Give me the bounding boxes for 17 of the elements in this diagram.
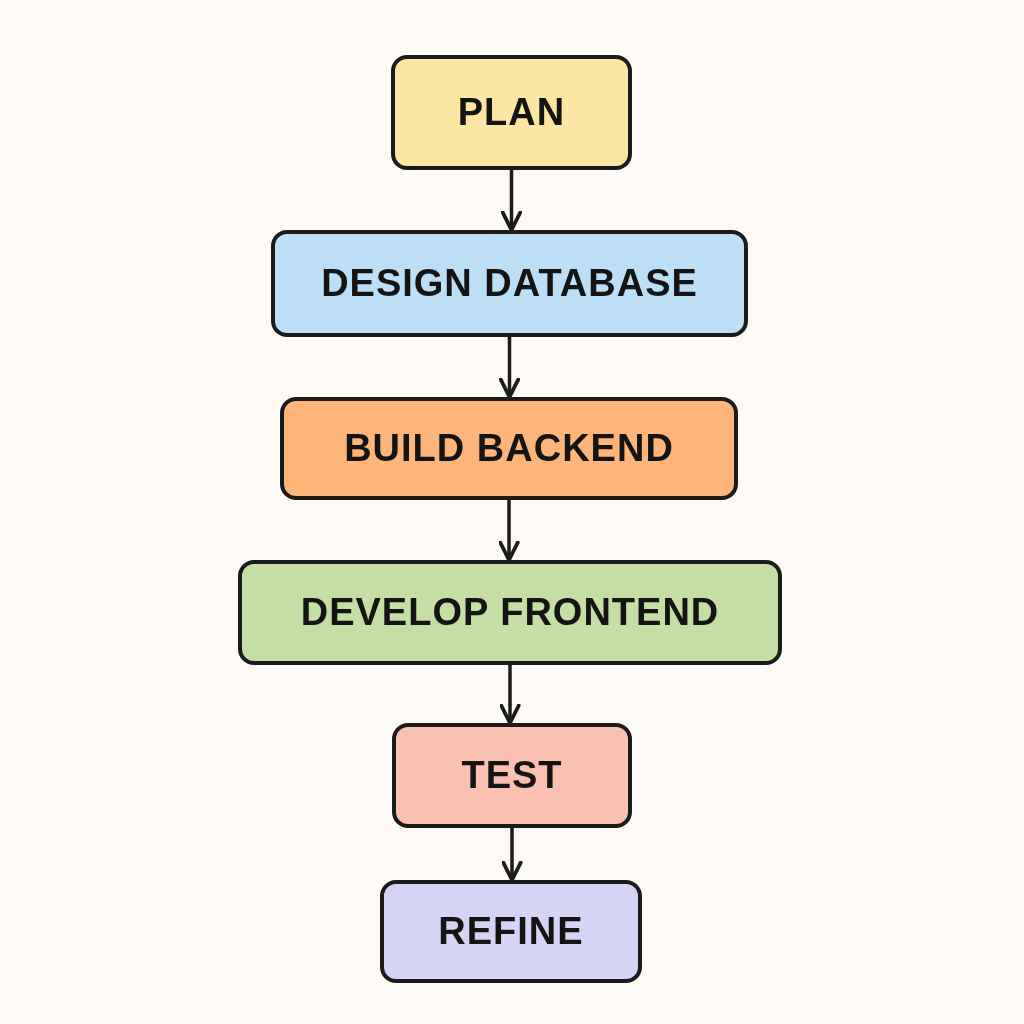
process-box <box>392 723 632 828</box>
step-label: PLAN <box>457 91 566 134</box>
step-label: TEST <box>461 754 563 797</box>
process-box <box>280 397 738 500</box>
step-label: DESIGN DATABASE <box>321 262 698 305</box>
arrow <box>498 337 521 399</box>
step-label: DEVELOP FRONTEND <box>300 591 720 634</box>
arrow <box>499 665 521 725</box>
process-box <box>391 55 632 170</box>
arrow <box>500 170 523 232</box>
step-label: REFINE <box>438 910 584 953</box>
process-box <box>380 880 642 983</box>
process-box <box>238 560 782 665</box>
arrow <box>498 500 520 562</box>
process-box <box>271 230 748 337</box>
step-label: BUILD BACKEND <box>344 427 674 470</box>
arrow <box>501 828 523 882</box>
